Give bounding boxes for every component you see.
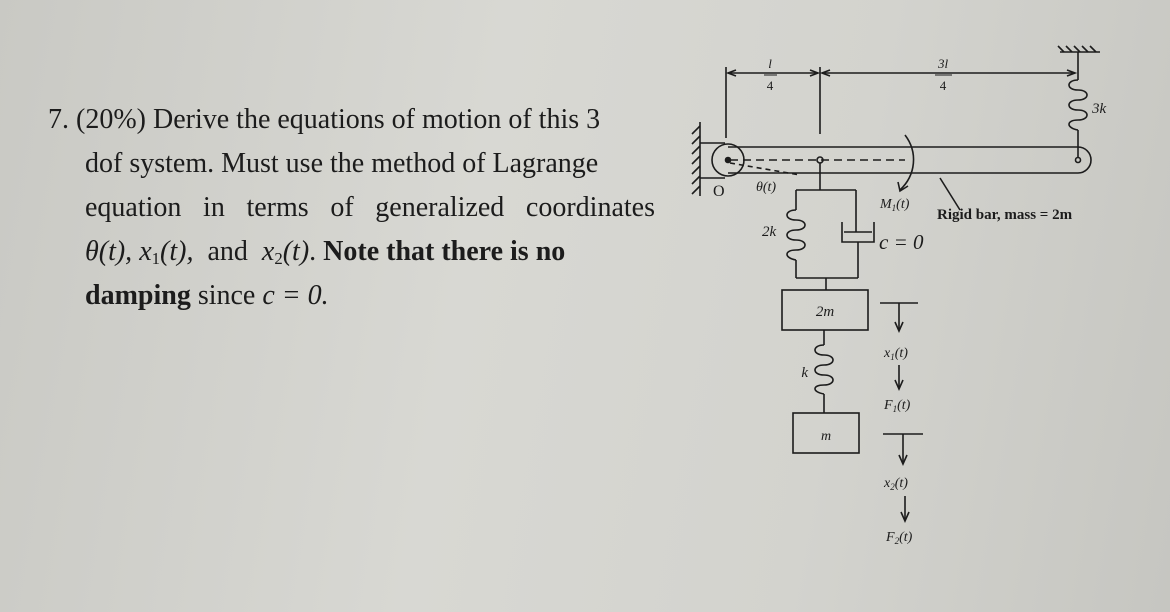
moment-label: M1(t) <box>879 197 910 213</box>
damping-word: damping <box>85 280 191 311</box>
coord-x1: x1(t), <box>139 236 193 267</box>
left-wall-icon <box>691 122 725 196</box>
spring-3k-icon <box>1057 45 1100 158</box>
question-line-1: 7. (20%) Derive the equations of motion … <box>48 98 668 142</box>
coord-x1-base: x <box>139 236 152 267</box>
mass-2m-label: 2m <box>816 304 835 320</box>
dim-left-num: l <box>768 56 772 71</box>
damper-label: c = 0 <box>879 230 924 254</box>
pivot-label: O <box>713 183 725 200</box>
coord-x1-arg: (t), <box>160 236 194 267</box>
question-line3-text: equation in terms of generalized coordin… <box>85 192 655 223</box>
mass-2m-block <box>781 289 869 331</box>
c-equation: c = 0. <box>262 280 329 311</box>
coord-x1-sub: 1 <box>151 249 161 268</box>
coord-x2-arg: (t) <box>282 236 310 267</box>
x2-arrow-icon <box>883 433 923 523</box>
note-text: Note that there is no <box>323 236 566 267</box>
x2-label: x2(t) <box>883 476 908 492</box>
x1-arrow-icon <box>880 302 918 391</box>
f1-label: F1(t) <box>883 398 911 414</box>
dim-left-den: 4 <box>767 78 774 93</box>
question-line1-text: Derive the equations of motion of this 3 <box>152 104 601 135</box>
rigid-bar <box>728 146 1092 176</box>
x1-label: x1(t) <box>883 346 908 362</box>
spring-2k-icon <box>786 209 806 261</box>
question-weight: (20%) <box>76 104 146 135</box>
dim-right-num: 3l <box>937 56 949 71</box>
spring-k-label: k <box>801 365 808 381</box>
coord-x2-sub: 2 <box>274 249 283 268</box>
and-word: and <box>207 236 248 267</box>
dimension-lines <box>725 67 1078 138</box>
rigid-bar-label: Rigid bar, mass = 2m <box>937 207 1073 223</box>
dim-right-den: 4 <box>940 78 947 93</box>
spring-k-icon <box>814 344 834 395</box>
mass-m-block <box>792 412 860 454</box>
moment-arrow-icon <box>899 134 915 191</box>
spring-2k-label: 2k <box>762 224 777 240</box>
damper-icon <box>841 222 875 278</box>
question-line-2: dof system. Must use the method of Lagra… <box>48 142 668 186</box>
question-line2-text: dof system. Must use the method of Lagra… <box>85 148 599 179</box>
since-word: since <box>197 280 256 311</box>
coord-x2-base: x <box>261 236 275 267</box>
f2-label: F2(t) <box>885 530 913 546</box>
mass-m-label: m <box>821 429 831 444</box>
theta-label: θ(t) <box>756 180 776 195</box>
coord-x2: x2(t) <box>262 236 309 267</box>
spring-3k-label: 3k <box>1091 101 1107 117</box>
question-line-5: damping since c = 0. <box>48 274 668 318</box>
question-line-3: equation in terms of generalized coordin… <box>48 186 655 230</box>
period: . <box>309 236 317 267</box>
question-text: 7. (20%) Derive the equations of motion … <box>48 98 668 318</box>
question-line-4: θ(t), x1(t), and x2(t). Note that there … <box>48 230 668 274</box>
question-number: 7. <box>48 104 69 135</box>
coord-theta: θ(t), <box>85 236 133 267</box>
